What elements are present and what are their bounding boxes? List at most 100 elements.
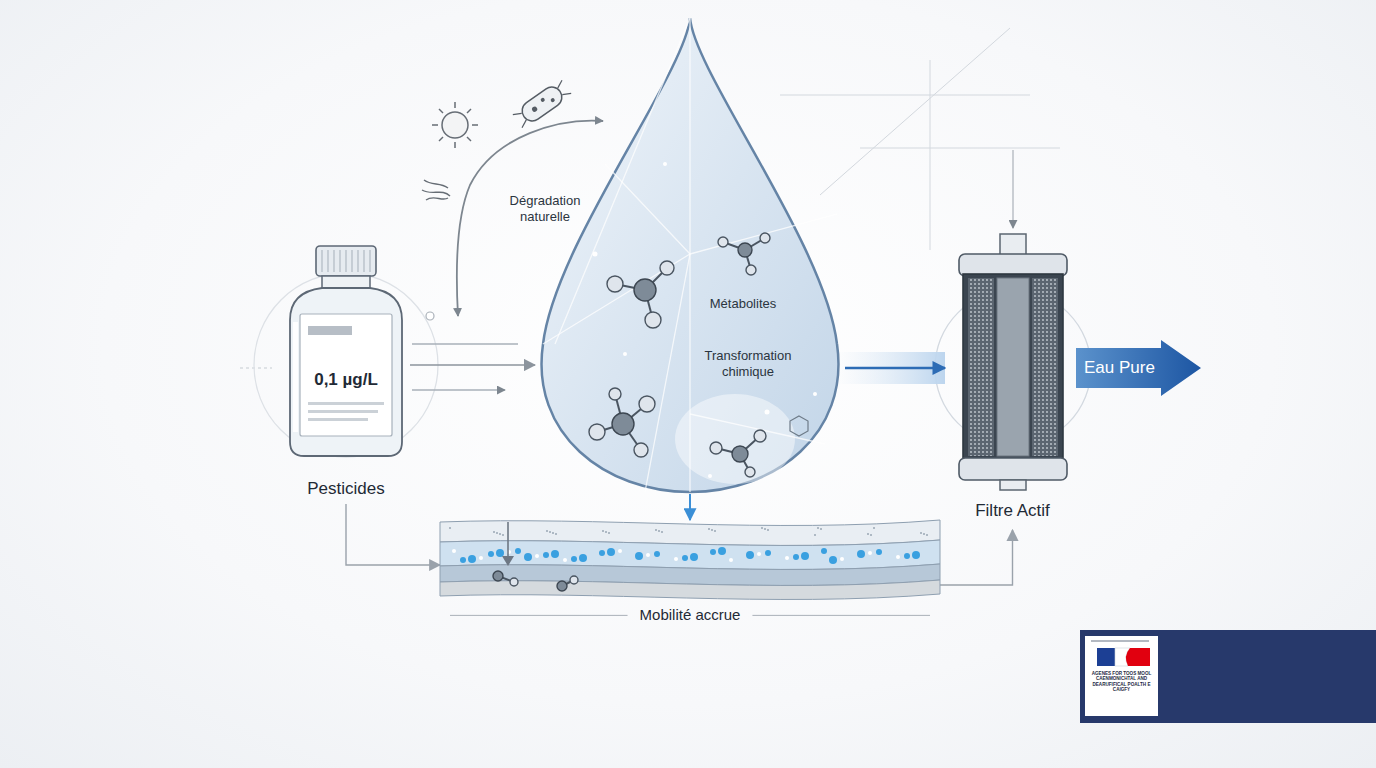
atom xyxy=(557,581,567,591)
logo-box xyxy=(1085,636,1158,716)
water-drop-outline xyxy=(535,14,845,494)
soil-grain xyxy=(923,533,925,535)
water-drop: MétabolitesTransformation chimique xyxy=(535,14,845,494)
sun-ray xyxy=(467,137,471,141)
cap-ridge xyxy=(352,250,353,272)
water-particle xyxy=(579,554,587,562)
atom xyxy=(732,446,748,462)
water-particle xyxy=(654,551,660,557)
water-particle xyxy=(682,555,688,561)
water-particle xyxy=(563,558,567,562)
process-text: Transformation chimique xyxy=(690,348,806,381)
atom xyxy=(493,571,503,581)
soil-grain xyxy=(873,527,875,529)
soil-grain xyxy=(496,532,498,534)
water-particle xyxy=(571,556,577,562)
soil-grain xyxy=(546,530,548,532)
guide-line xyxy=(240,367,272,368)
cap-ridge xyxy=(340,250,341,272)
caption-rule xyxy=(752,615,930,616)
sun-ray xyxy=(454,102,456,108)
soil-grain xyxy=(502,534,504,536)
filter-pipe xyxy=(1000,480,1026,490)
water-particle xyxy=(452,549,456,553)
agency-logo-text: AGENES FOR TOOS MOOL CAENMONICHTAL AND D… xyxy=(1088,671,1155,692)
water-particle xyxy=(765,550,771,556)
filter-body xyxy=(963,274,1063,460)
water-particle xyxy=(821,548,827,554)
water-particle xyxy=(904,553,910,559)
atom xyxy=(639,396,655,412)
fibre xyxy=(422,190,450,196)
process-label: Dégradation naturelle xyxy=(500,193,590,226)
infiltration-arrow xyxy=(689,494,691,520)
molecule xyxy=(493,571,518,586)
water-particle xyxy=(488,551,494,557)
guide-line xyxy=(780,95,1030,96)
soil-grain xyxy=(761,527,763,529)
soil-grain xyxy=(449,527,451,529)
bottle-cap xyxy=(316,246,376,276)
water-particle xyxy=(618,549,622,553)
facet-line xyxy=(555,18,690,344)
atom xyxy=(710,442,722,454)
fibre-icon xyxy=(422,180,450,200)
node-title: Filtre Actif xyxy=(975,500,1050,521)
bottle-highlight xyxy=(293,322,298,432)
hexagon-ring xyxy=(790,416,808,436)
bottle-body xyxy=(290,288,402,456)
water-particle xyxy=(801,552,809,560)
cap-ridge xyxy=(358,250,359,272)
fibre xyxy=(426,198,448,200)
soil-grain xyxy=(552,532,554,534)
soil-grain xyxy=(820,528,822,530)
flag-blue xyxy=(1097,648,1115,666)
molecule xyxy=(710,430,766,477)
sun-disc xyxy=(442,112,468,138)
logo-motto-mark xyxy=(1091,640,1149,642)
runoff-connector xyxy=(346,504,440,565)
logo-band xyxy=(1080,630,1376,723)
cilium xyxy=(562,90,571,98)
water-particle xyxy=(746,551,754,559)
water-particle xyxy=(607,548,615,556)
pesticide-bottle: 0,1 µg/LPesticides xyxy=(282,242,410,504)
bottle-neck xyxy=(322,276,370,288)
sparkle xyxy=(663,162,667,166)
filter-pleat xyxy=(1032,278,1058,456)
node-title: Pesticides xyxy=(307,478,384,499)
cell-body xyxy=(518,83,566,125)
label-line xyxy=(308,418,368,421)
atom xyxy=(760,233,770,243)
sparkle xyxy=(623,352,627,356)
water-particle xyxy=(543,552,549,558)
water-particle xyxy=(599,550,605,556)
water-particle xyxy=(479,556,483,560)
filter-cap xyxy=(959,254,1067,276)
output-arrow: Eau Pure xyxy=(1076,340,1201,396)
soil-layer xyxy=(440,564,940,585)
atom xyxy=(660,261,674,275)
atom xyxy=(634,443,648,457)
soil-grain xyxy=(867,533,869,535)
flow-arrow xyxy=(412,389,505,391)
water-particle xyxy=(515,548,521,554)
guide-line xyxy=(930,60,931,250)
water-particle xyxy=(496,549,504,557)
water-particle xyxy=(757,552,761,556)
atom xyxy=(634,279,656,301)
active-filter: Filtre Actif xyxy=(945,230,1080,530)
flag-red xyxy=(1126,648,1150,666)
facet-line xyxy=(543,254,690,344)
atom xyxy=(510,578,518,586)
cap-ridge xyxy=(328,250,329,272)
cilium xyxy=(555,80,564,88)
sun-ray xyxy=(467,109,471,113)
water-particle xyxy=(524,553,532,561)
node-caption: Mobilité accrue xyxy=(640,606,741,625)
sparkle xyxy=(708,474,712,478)
sun-ray xyxy=(454,142,456,148)
flow-line xyxy=(412,343,518,345)
atom xyxy=(645,312,661,328)
